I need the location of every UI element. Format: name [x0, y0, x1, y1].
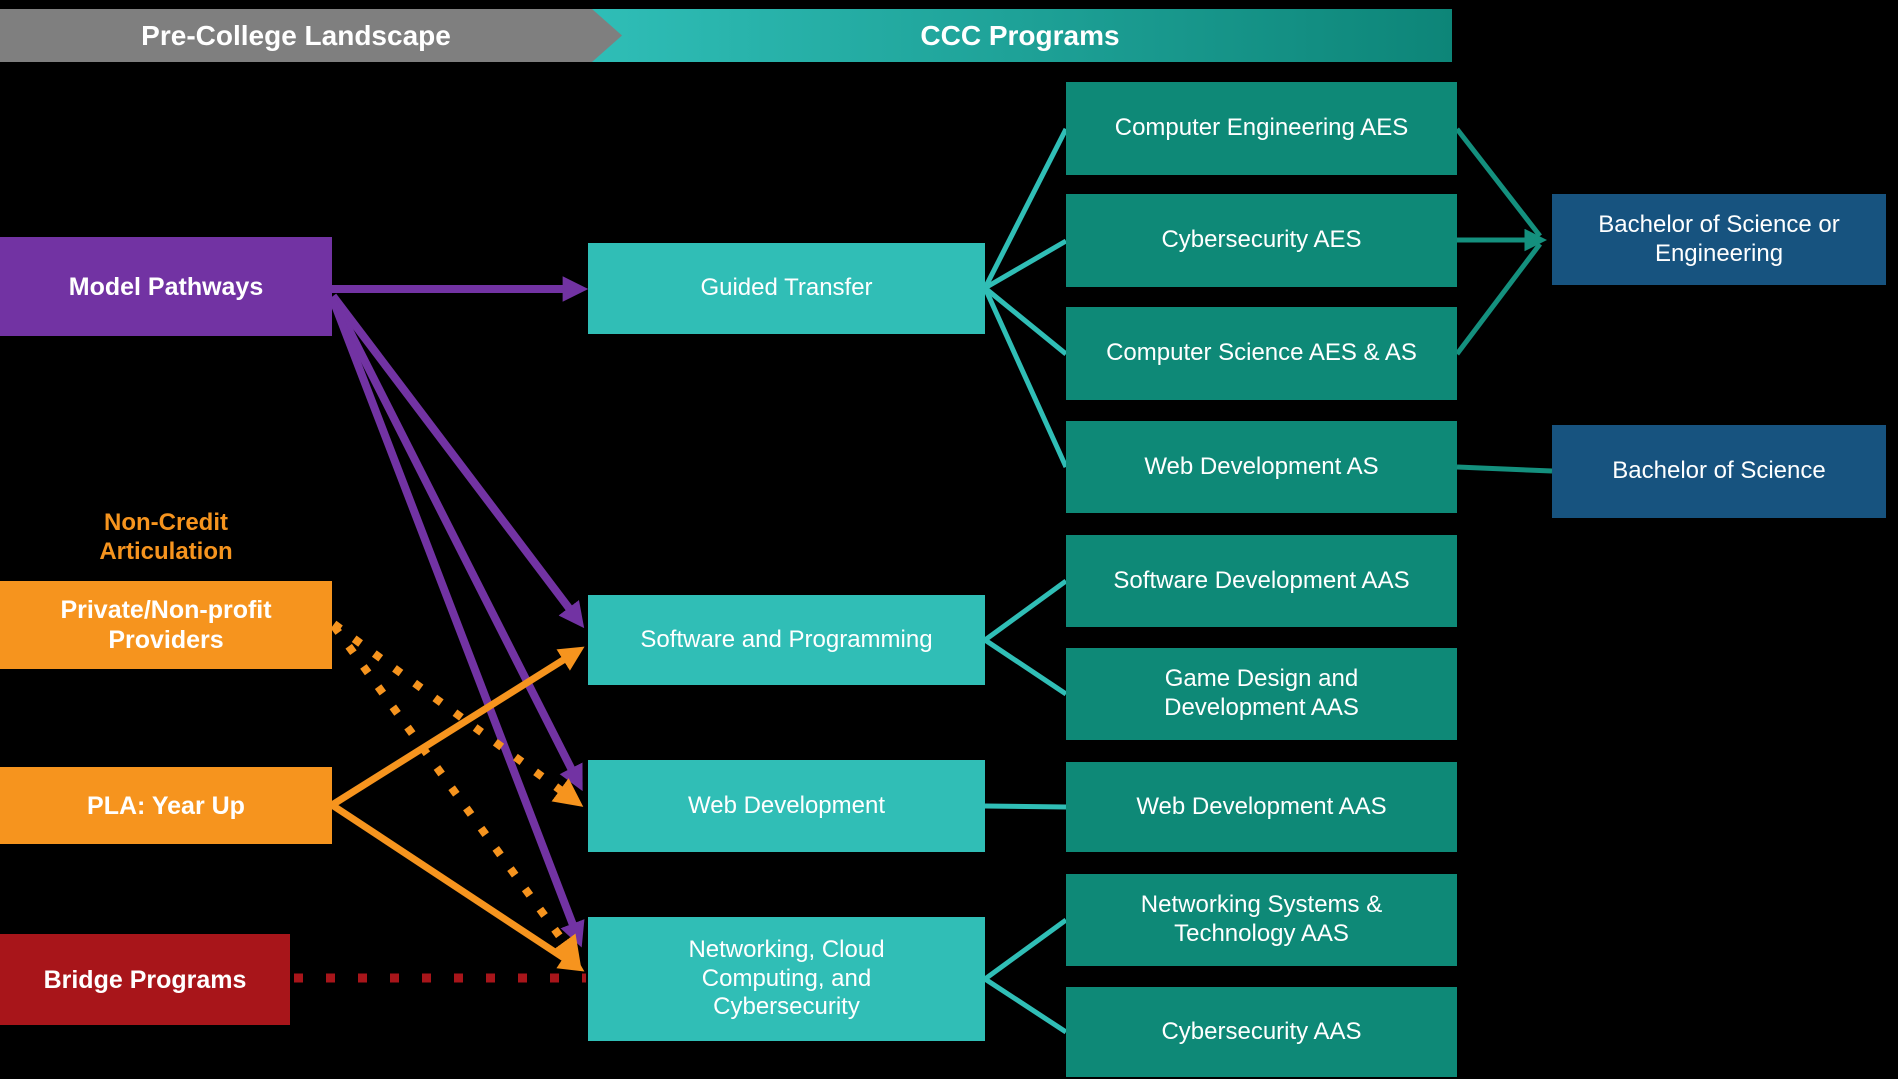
- node-web-development: Web Development: [588, 760, 985, 852]
- ccc-programs-banner-label: CCC Programs: [920, 19, 1120, 51]
- node-cybersecurity-aes: Cybersecurity AES: [1066, 194, 1457, 287]
- node-software-and-programming: Software and Programming: [588, 595, 985, 685]
- node-cybersecurity-aas: Cybersecurity AAS: [1066, 987, 1457, 1077]
- noncredit-articulation-label: Non-Credit Articulation: [99, 509, 233, 565]
- node-model-pathways: Model Pathways: [0, 237, 332, 336]
- node-private-nonprofit-providers: Private/Non-profit Providers: [0, 581, 332, 669]
- node-bridge-programs-label: Bridge Programs: [43, 965, 247, 994]
- node-software-development-aas: Software Development AAS: [1066, 535, 1457, 627]
- node-computer-engineering-aes-label: Computer Engineering AES: [1114, 114, 1409, 142]
- node-game-design-development-aas: Game Design and Development AAS: [1066, 648, 1457, 740]
- precollege-landscape-banner-label: Pre-College Landscape: [141, 19, 451, 51]
- node-cybersecurity-aas-label: Cybersecurity AAS: [1161, 1017, 1362, 1045]
- node-game-design-development-aas-label: Game Design and Development AAS: [1164, 665, 1359, 721]
- ccc-programs-banner: CCC Programs: [588, 9, 1452, 62]
- node-networking-systems-technology-aas: Networking Systems & Technology AAS: [1066, 874, 1457, 966]
- precollege-landscape-banner: Pre-College Landscape: [0, 9, 622, 62]
- node-model-pathways-label: Model Pathways: [68, 272, 264, 301]
- node-bachelor-science-or-engineering: Bachelor of Science or Engineering: [1552, 194, 1886, 285]
- node-software-development-aas-label: Software Development AAS: [1113, 566, 1410, 594]
- node-web-development-aas: Web Development AAS: [1066, 762, 1457, 852]
- node-web-development-as: Web Development AS: [1066, 421, 1457, 513]
- node-guided-transfer: Guided Transfer: [588, 243, 985, 334]
- node-pla-year-up: PLA: Year Up: [0, 767, 332, 844]
- node-cybersecurity-aes-label: Cybersecurity AES: [1161, 226, 1362, 254]
- node-bachelor-of-science-label: Bachelor of Science: [1612, 457, 1826, 485]
- node-web-development-aas-label: Web Development AAS: [1136, 792, 1387, 820]
- node-guided-transfer-label: Guided Transfer: [700, 274, 873, 302]
- node-web-development-as-label: Web Development AS: [1144, 452, 1379, 480]
- node-software-and-programming-label: Software and Programming: [640, 625, 933, 653]
- node-bridge-programs: Bridge Programs: [0, 934, 290, 1025]
- node-computer-engineering-aes: Computer Engineering AES: [1066, 82, 1457, 175]
- node-networking-cloud-cybersecurity: Networking, Cloud Computing, and Cyberse…: [588, 917, 985, 1041]
- node-computer-science-aes-as: Computer Science AES & AS: [1066, 307, 1457, 400]
- node-networking-cloud-cybersecurity-label: Networking, Cloud Computing, and Cyberse…: [688, 935, 885, 1021]
- node-bachelor-of-science: Bachelor of Science: [1552, 425, 1886, 518]
- node-pla-year-up-label: PLA: Year Up: [87, 791, 245, 820]
- node-bachelor-science-or-engineering-label: Bachelor of Science or Engineering: [1598, 210, 1840, 267]
- node-web-development-label: Web Development: [688, 791, 885, 819]
- node-private-nonprofit-providers-label: Private/Non-profit Providers: [60, 596, 272, 654]
- node-computer-science-aes-as-label: Computer Science AES & AS: [1106, 339, 1417, 367]
- node-networking-systems-technology-aas-label: Networking Systems & Technology AAS: [1140, 891, 1383, 947]
